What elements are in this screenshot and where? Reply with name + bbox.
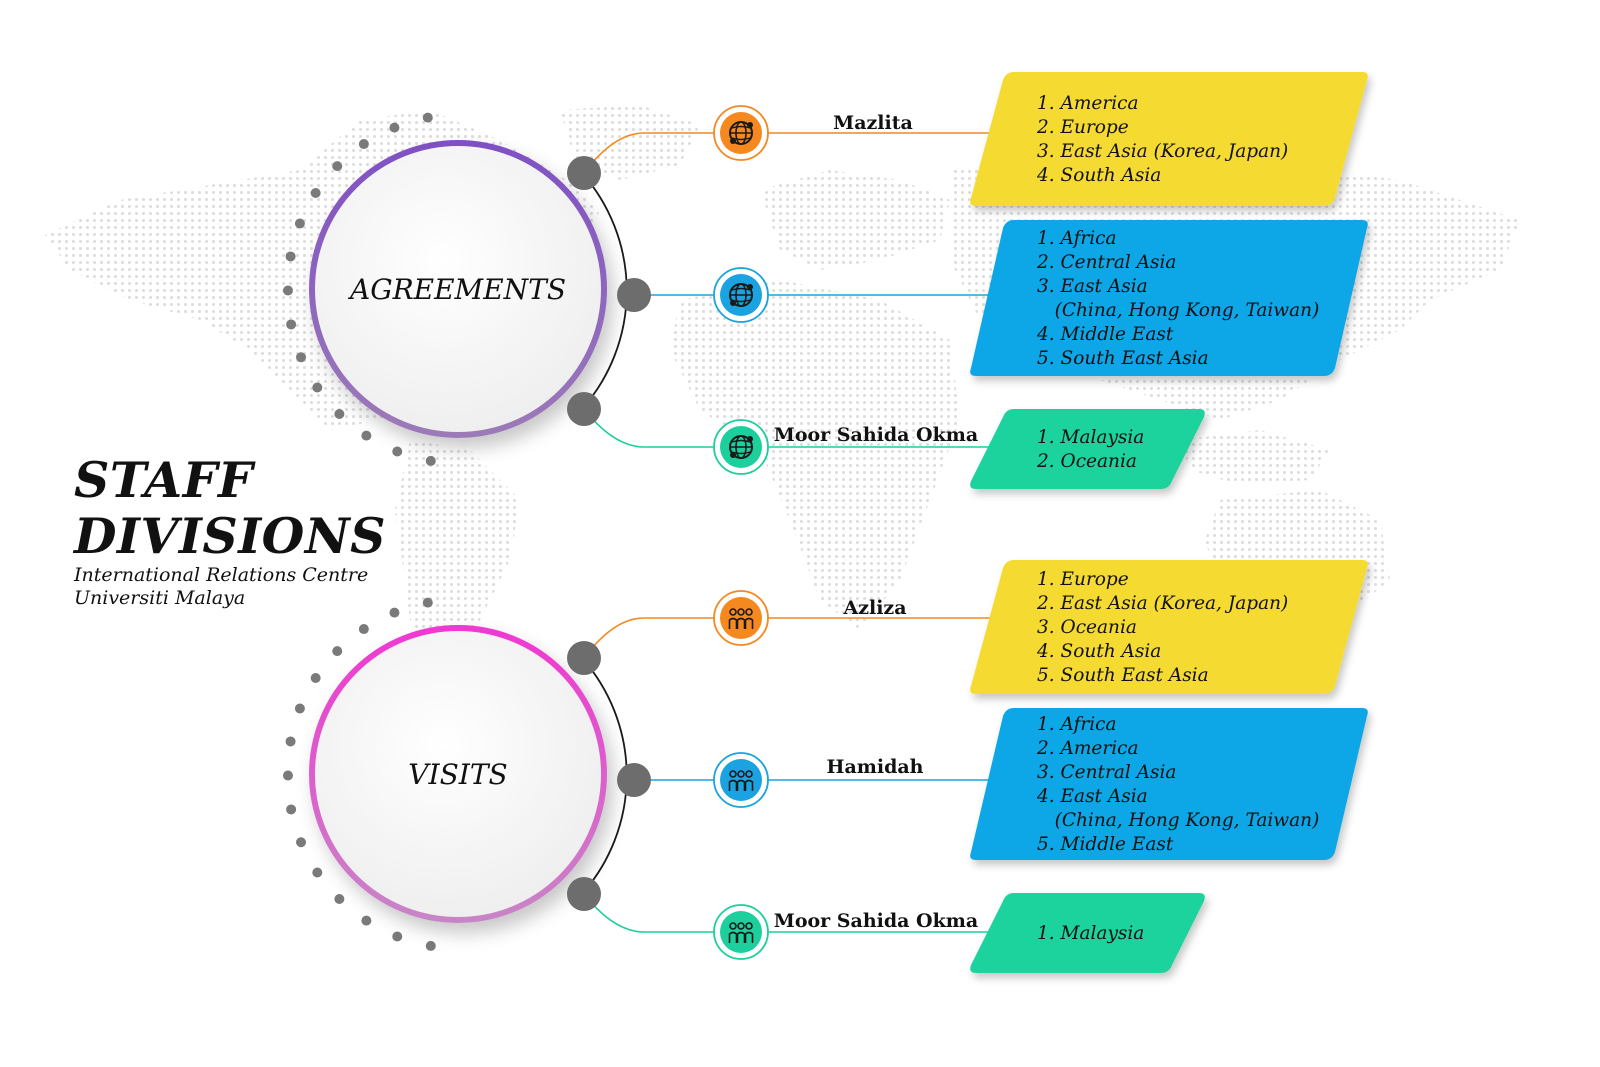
decorative-dot [361,915,372,926]
branch-line [583,617,995,659]
branch-orange: Mazlita 1. America 2. Europe 3. East Asia (… [567,72,1368,206]
region-card [970,893,1205,973]
staff-name-label: Azliza [842,597,906,619]
region-item: 4. East Asia [1036,786,1148,807]
decorative-dot [334,409,345,420]
region-item: 1. Africa [1037,228,1117,249]
region-card [970,708,1368,860]
region-item: 1. Malaysia [1037,923,1144,944]
branch-green: Moor Sahida Okma 1. Malaysia [567,877,1205,973]
decorative-dot [294,703,305,714]
subtitle-line-2: Universiti Malaya [74,587,246,609]
globe-icon [713,419,769,475]
hub-label: VISITS [408,758,507,791]
decorative-dot [285,251,296,262]
node-dot [617,278,651,312]
title-block: STAFF DIVISIONS International Relations … [74,452,386,610]
globe-icon [713,105,769,161]
title-line-2: DIVISIONS [74,507,387,565]
decorative-dot [310,187,321,198]
region-item: 1. America [1037,93,1139,114]
region-item: 4. Middle East [1036,324,1174,345]
decorative-dot [296,352,307,363]
decorative-dot [282,285,293,296]
decorative-dot [296,837,307,848]
decorative-dot [392,931,403,942]
region-card [970,220,1368,376]
staff-name-label: Mazlita [833,112,913,134]
node-dot [567,156,601,190]
people-group-icon [713,752,769,808]
region-card [970,560,1368,694]
decorative-dot [425,455,436,466]
node-dot [567,877,601,911]
decorative-dot [332,646,343,657]
region-item: 4. South Asia [1036,641,1161,662]
decorative-dot [422,112,433,123]
region-item: 4. South Asia [1036,165,1161,186]
region-item: (China, Hong Kong, Taiwan) [1037,810,1319,831]
decorative-dot [392,446,403,457]
branch-green: Moor Sahida Okma 1. Malaysia 2. Oceania [567,392,1205,489]
region-item: 5. South East Asia [1037,348,1209,369]
region-item: 5. South East Asia [1037,665,1209,686]
branch-blue: 1. Africa 2. Central Asia 3. East Asia (Ch… [617,220,1368,376]
node-dot [617,763,651,797]
decorative-dot [286,804,297,815]
region-item: (China, Hong Kong, Taiwan) [1037,300,1319,321]
people-group-icon [713,590,769,646]
region-item: 3. Oceania [1037,617,1137,638]
decorative-dot [286,319,297,330]
hub-label: AGREEMENTS [347,273,566,306]
hub-circle [309,625,607,923]
region-item: 1. Europe [1037,569,1129,590]
decorative-dot [282,770,293,781]
region-item: 2. Central Asia [1036,252,1176,273]
region-item: 3. East Asia [1037,276,1148,297]
globe-icon [713,267,769,323]
decorative-dot [361,430,372,441]
staff-name-label: Moor Sahida Okma [774,424,978,446]
decorative-dot [358,139,369,150]
node-dot [567,641,601,675]
region-item: 1. Africa [1037,714,1117,735]
region-item: 3. Central Asia [1037,762,1176,783]
hub-agreements: AGREEMENTS Mazlita 1. America 2. Europe 3. E… [282,72,1368,489]
region-item: 2. Oceania [1036,451,1137,472]
region-item: 5. Middle East [1037,834,1174,855]
region-card [970,409,1205,489]
decorative-dot [422,597,433,608]
decorative-dot [312,382,323,393]
decorative-dot [310,672,321,683]
decorative-dot [389,122,400,133]
branch-line [583,132,993,174]
region-item: 2. Europe [1036,117,1129,138]
people-group-icon [713,904,769,960]
decorative-dot [425,940,436,951]
decorative-dot [358,624,369,635]
decorative-dot [334,894,345,905]
region-item: 2. East Asia (Korea, Japan) [1036,593,1288,614]
hub-visits: VISITS Azliza 1. Europe 2. East Asia (Korea… [282,560,1368,973]
hub-circle [309,140,607,438]
decorative-dot [389,607,400,618]
decorative-dot [332,161,343,172]
node-dot [567,392,601,426]
region-item: 2. America [1036,738,1139,759]
subtitle-line-1: International Relations Centre [74,564,369,586]
region-card [970,72,1368,206]
region-item: 1. Malaysia [1037,427,1144,448]
decorative-dot [294,218,305,229]
decorative-dot [285,736,296,747]
region-item: 3. East Asia (Korea, Japan) [1037,141,1288,162]
branch-blue: Hamidah 1. Africa 2. America 3. Central Asi… [617,708,1368,860]
staff-name-label: Moor Sahida Okma [774,910,978,932]
decorative-dot [312,867,323,878]
branch-orange: Azliza 1. Europe 2. East Asia (Korea, Japa… [567,560,1368,694]
title-line-1: STAFF [74,451,254,509]
staff-name-label: Hamidah [827,756,924,778]
